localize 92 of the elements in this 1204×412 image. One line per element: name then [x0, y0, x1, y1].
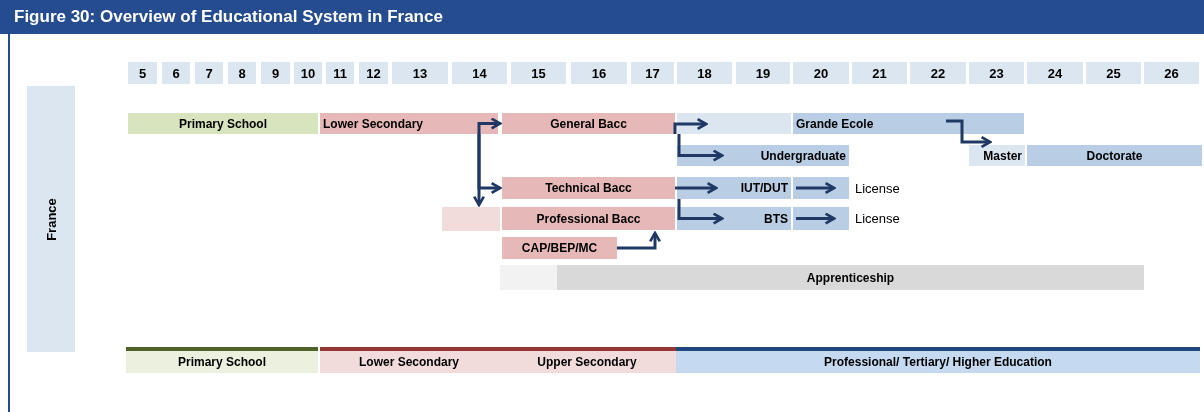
age-header	[359, 62, 388, 84]
country-panel	[27, 86, 75, 352]
arrow	[472, 134, 486, 207]
stage-label: Lower Secondary	[323, 116, 424, 131]
age-label: 26	[1164, 65, 1179, 81]
age-header	[631, 62, 674, 84]
age-label: 17	[645, 65, 660, 81]
age-label: 12	[366, 65, 381, 81]
stage-label: Technical Bacc	[545, 181, 632, 195]
age-header	[392, 62, 448, 84]
school-stage-bar	[320, 113, 498, 134]
stage-label: Primary School	[179, 116, 267, 131]
age-label: 9	[271, 65, 280, 81]
school-stage-bar	[677, 177, 791, 199]
age-label: 23	[989, 65, 1004, 81]
age-label: 20	[813, 65, 829, 81]
school-stage-bar	[677, 207, 791, 230]
stage-bar	[500, 265, 557, 290]
age-label: 15	[531, 65, 546, 81]
stage-label: Professional Bacc	[536, 211, 641, 226]
age-header	[969, 62, 1024, 84]
stage-label: IUT/DUT	[740, 181, 788, 195]
school-stage-bar	[969, 145, 1025, 166]
arrow	[673, 117, 708, 134]
stage-label: BTS	[764, 211, 788, 226]
age-header	[228, 62, 256, 84]
arrow	[677, 199, 724, 225]
country-label: France	[43, 197, 59, 241]
outcome-label: License	[855, 211, 900, 226]
age-label: 24	[1047, 65, 1063, 81]
school-stage-bar	[502, 207, 675, 230]
age-label: 18	[697, 65, 712, 81]
age-header	[452, 62, 507, 84]
age-header	[736, 62, 790, 84]
arrow	[677, 134, 724, 162]
school-stage-bar	[557, 265, 1144, 290]
arrow	[617, 231, 662, 250]
age-header	[162, 62, 190, 84]
age-label: 19	[755, 65, 771, 81]
stage-label: Master	[983, 148, 1022, 163]
age-label: 8	[238, 65, 246, 81]
school-stage-bar	[677, 145, 849, 166]
stage-label: General Bacc	[550, 116, 627, 131]
arrow	[796, 212, 836, 225]
age-header	[326, 62, 354, 84]
age-header	[677, 62, 732, 84]
stage-label: Grande Ecole	[796, 116, 874, 131]
arrow	[796, 181, 836, 195]
school-stage-bar	[502, 113, 675, 134]
stage-label: CAP/BEP/MC	[521, 241, 598, 255]
age-header	[1144, 62, 1199, 84]
age-label: 21	[872, 65, 887, 81]
legend-label: Upper Secondary	[537, 355, 637, 369]
age-label: 22	[930, 65, 946, 81]
age-header	[852, 62, 907, 84]
age-label: 7	[205, 65, 213, 81]
stage-label: Undergraduate	[760, 148, 846, 163]
school-stage-bar	[128, 113, 318, 134]
arrow	[946, 119, 992, 149]
stage-label: Apprenticeship	[806, 270, 895, 285]
legend-label: Primary School	[178, 355, 266, 369]
age-header	[1086, 62, 1141, 84]
school-stage-bar	[502, 177, 675, 199]
age-header	[511, 62, 566, 84]
arrow	[675, 181, 718, 195]
school-stage-bar	[793, 113, 1024, 134]
school-stage-bar	[1027, 145, 1202, 166]
age-header	[261, 62, 290, 84]
legend-label: Professional/ Tertiary/ Higher Education	[824, 355, 1052, 369]
arrow	[477, 117, 502, 134]
age-label: 5	[138, 65, 147, 81]
outcome-label: License	[855, 180, 900, 196]
age-label: 25	[1106, 65, 1121, 81]
age-header	[195, 62, 223, 84]
age-label: 10	[300, 65, 316, 81]
age-label: 14	[472, 65, 487, 81]
title: Figure 30: Overview of Educational System in France	[14, 7, 443, 27]
legend-label: Lower Secondary	[359, 355, 459, 369]
age-label: 13	[412, 65, 428, 81]
stage-bar	[677, 113, 791, 134]
age-header	[1027, 62, 1083, 84]
age-header	[128, 62, 157, 84]
age-header	[294, 62, 322, 84]
school-stage-bar	[502, 237, 617, 259]
stage-label: Doctorate	[1086, 148, 1143, 163]
age-label: 6	[172, 65, 180, 81]
stage-bar	[442, 207, 500, 231]
age-label: 16	[591, 65, 607, 81]
age-label: 11	[333, 65, 347, 81]
age-header	[793, 62, 849, 84]
age-header	[571, 62, 627, 84]
age-header	[910, 62, 966, 84]
